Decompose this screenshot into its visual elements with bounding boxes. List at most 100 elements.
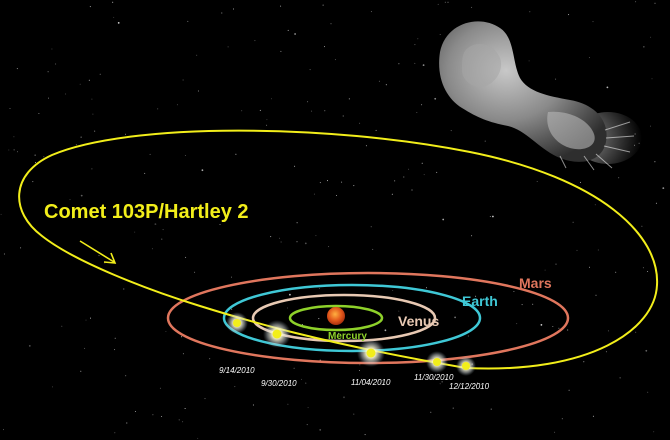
star xyxy=(655,202,657,204)
star xyxy=(51,48,53,50)
sun-icon xyxy=(327,307,345,325)
star xyxy=(647,271,649,272)
star xyxy=(441,381,443,383)
star xyxy=(583,361,585,363)
star xyxy=(384,329,387,332)
star xyxy=(43,156,45,158)
star xyxy=(84,347,86,349)
star xyxy=(89,6,91,8)
star xyxy=(645,349,648,352)
earth-orbit xyxy=(222,283,482,353)
star xyxy=(489,216,491,217)
star xyxy=(194,271,196,273)
star xyxy=(17,151,18,153)
star xyxy=(294,33,296,35)
star xyxy=(279,237,280,239)
star xyxy=(252,404,254,406)
star xyxy=(161,416,163,417)
star xyxy=(161,238,163,240)
star xyxy=(392,290,394,291)
comet-position-12-12 xyxy=(456,356,476,376)
star xyxy=(651,78,653,80)
star xyxy=(592,415,594,417)
star xyxy=(536,181,538,182)
star xyxy=(181,336,183,338)
star xyxy=(647,391,649,393)
venus-orbit xyxy=(251,293,437,343)
star xyxy=(336,195,337,196)
star xyxy=(439,34,441,35)
star xyxy=(444,1,446,3)
star xyxy=(516,323,518,325)
star xyxy=(144,172,146,174)
star xyxy=(471,6,473,8)
star xyxy=(231,276,232,278)
star xyxy=(69,199,71,201)
star xyxy=(90,317,91,319)
star xyxy=(271,98,272,100)
star xyxy=(266,124,268,126)
star xyxy=(589,266,590,268)
star xyxy=(176,104,178,106)
star xyxy=(92,113,94,115)
star xyxy=(635,1,637,3)
star xyxy=(99,73,101,75)
star xyxy=(375,129,377,131)
star xyxy=(117,22,120,24)
star xyxy=(447,1,449,3)
earth-label: Earth xyxy=(462,293,498,309)
star xyxy=(3,429,4,431)
star xyxy=(595,294,597,296)
star xyxy=(152,414,154,416)
star xyxy=(85,319,87,321)
star xyxy=(166,212,168,213)
star xyxy=(309,69,311,71)
star xyxy=(34,154,36,156)
star xyxy=(287,29,289,31)
star xyxy=(184,155,186,156)
star xyxy=(436,171,438,173)
star xyxy=(55,63,57,65)
star xyxy=(467,335,469,337)
star xyxy=(385,84,387,86)
star xyxy=(408,168,410,170)
star xyxy=(123,288,125,290)
star xyxy=(330,23,332,25)
star xyxy=(521,304,523,306)
star xyxy=(149,153,151,155)
comet-position-9-14 xyxy=(226,312,248,334)
star xyxy=(88,79,90,81)
star xyxy=(296,241,298,243)
star xyxy=(529,11,531,13)
star xyxy=(209,358,211,360)
star xyxy=(662,187,665,190)
star xyxy=(353,185,355,187)
star xyxy=(650,36,652,38)
star xyxy=(417,38,419,40)
star xyxy=(378,80,380,82)
star xyxy=(319,359,321,361)
star xyxy=(641,225,643,227)
star xyxy=(280,241,282,243)
star xyxy=(134,231,136,233)
star xyxy=(403,176,405,178)
star xyxy=(398,63,400,65)
date-label: 11/04/2010 xyxy=(351,378,391,387)
star xyxy=(162,229,164,231)
star xyxy=(280,5,282,7)
star xyxy=(365,145,367,147)
star xyxy=(293,367,295,369)
star xyxy=(568,14,570,16)
star xyxy=(576,249,578,251)
star xyxy=(337,332,339,334)
star xyxy=(20,247,22,249)
star xyxy=(643,46,645,48)
star xyxy=(35,162,37,164)
star xyxy=(296,222,298,224)
star xyxy=(555,263,557,265)
date-label: 9/30/2010 xyxy=(261,379,297,388)
star xyxy=(307,101,309,103)
star xyxy=(16,68,18,70)
star xyxy=(265,383,267,385)
